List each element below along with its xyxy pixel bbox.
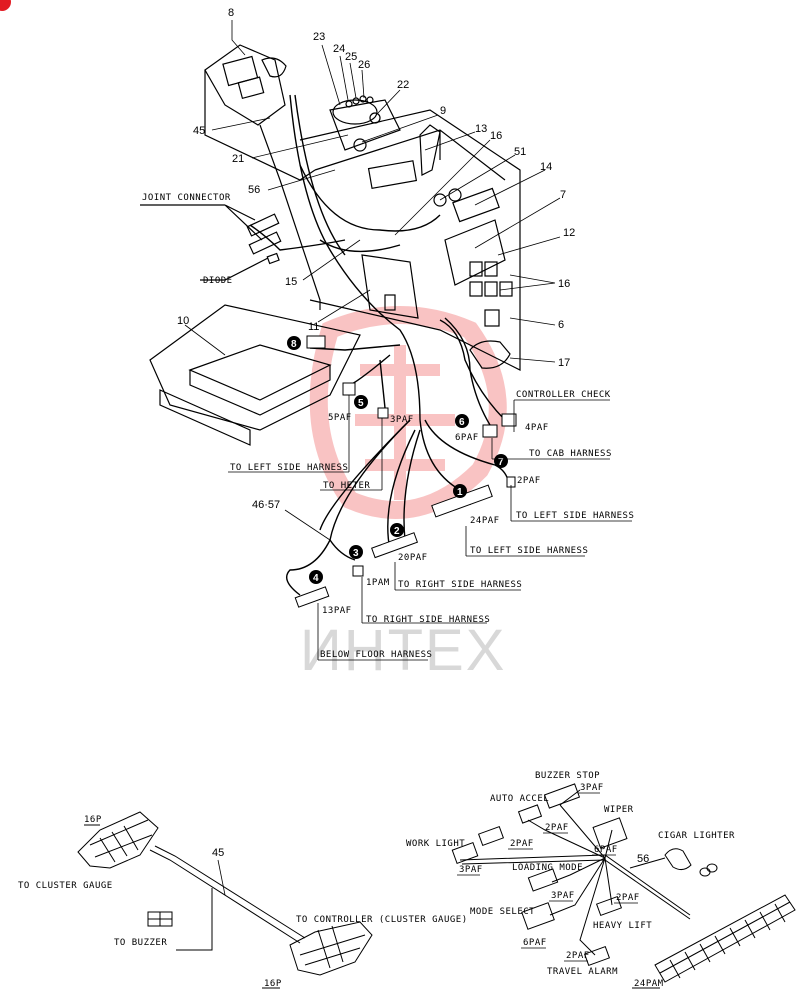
part-14: 14	[540, 161, 552, 173]
travel-alarm-label: TRAVEL ALARM	[547, 967, 618, 977]
conn-16p-top-label: 16P	[84, 815, 102, 825]
part-45: 45	[193, 125, 205, 137]
c5-label: 5PAF	[328, 413, 352, 423]
part-24: 24	[333, 43, 345, 55]
part-9: 9	[440, 105, 446, 117]
wiper-code: 6PAF	[594, 845, 618, 855]
connector-blocks	[294, 335, 517, 608]
work-light-code-2: 3PAF	[459, 865, 483, 875]
to-controller-label: TO CONTROLLER (CLUSTER GAUGE)	[296, 915, 468, 925]
to-right-side-harness-2-label: TO RIGHT SIDE HARNESS	[366, 615, 490, 625]
heavy-lift-label: HEAVY LIFT	[593, 921, 652, 931]
part-21: 21	[232, 153, 244, 165]
wiper-label: WIPER	[604, 805, 634, 815]
svg-text:7: 7	[498, 457, 504, 468]
joint-connector-parts	[140, 204, 282, 281]
c4paf-label: 4PAF	[525, 423, 549, 433]
part-51: 51	[514, 146, 526, 158]
harness-45-number: 45	[212, 847, 224, 859]
part-17: 17	[558, 357, 570, 369]
mode-select-label: MODE SELECT	[470, 907, 535, 917]
part-46-57: 46·57	[252, 499, 280, 511]
corner-marker	[0, 0, 11, 11]
top-annotations: JOINT CONNECTOR DIODE CONTROLLER CHECK 4…	[142, 193, 634, 661]
part-16-right: 16	[558, 278, 570, 290]
to-cluster-gauge-label: TO CLUSTER GAUGE	[18, 881, 113, 891]
harness-56	[451, 783, 796, 989]
part-56: 56	[248, 184, 260, 196]
to-right-side-harness-1-label: TO RIGHT SIDE HARNESS	[398, 580, 522, 590]
conn-16p-bottom-label: 16P	[264, 979, 282, 989]
numbered-callouts: 1 2 3 4 5 6 7 8	[287, 336, 508, 584]
part-7: 7	[560, 189, 566, 201]
to-left-side-harness-1-label: TO LEFT SIDE HARNESS	[230, 463, 348, 473]
c20-label: 20PAF	[398, 553, 428, 563]
console-assembly	[149, 44, 521, 446]
c3-label: 3PAF	[390, 415, 414, 425]
part-15: 15	[285, 276, 297, 288]
main-harness	[249, 94, 509, 596]
auto-accel-label: AUTO ACCEL	[490, 794, 549, 804]
controller-check-label: CONTROLLER CHECK	[516, 390, 611, 400]
part-22: 22	[397, 79, 409, 91]
below-floor-harness-label: BELOW FLOOR HARNESS	[320, 650, 432, 660]
part-25: 25	[345, 51, 357, 63]
leader-lines	[184, 20, 561, 541]
auto-accel-code: 2PAF	[545, 823, 569, 833]
loading-mode-code: 3PAF	[551, 891, 575, 901]
part-6: 6	[558, 319, 564, 331]
c13-label: 13PAF	[322, 606, 352, 616]
work-light-label: WORK LIGHT	[406, 839, 465, 849]
svg-text:1: 1	[457, 487, 463, 498]
to-heter-label: TO HETER	[323, 481, 370, 491]
buzzer-stop-code: 3PAF	[580, 783, 604, 793]
heavy-lift-code: 2PAF	[616, 893, 640, 903]
main-connector-code: 24PAM	[634, 979, 664, 989]
buzzer-stop-label: BUZZER STOP	[535, 771, 600, 781]
loading-mode-label: LOADING MODE	[512, 863, 583, 873]
harness-45: 16P 16P	[77, 811, 373, 989]
c2paf-label: 2PAF	[517, 476, 541, 486]
svg-text:8: 8	[291, 339, 297, 350]
svg-text:3: 3	[353, 548, 359, 559]
to-left-side-harness-2-label: TO LEFT SIDE HARNESS	[470, 546, 588, 556]
c24-label: 24PAF	[470, 516, 500, 526]
watermark-emblem	[309, 306, 507, 519]
part-12: 12	[563, 227, 575, 239]
part-8: 8	[228, 7, 234, 19]
to-cab-harness-label: TO CAB HARNESS	[529, 449, 612, 459]
work-light-code-1: 2PAF	[510, 839, 534, 849]
part-13: 13	[475, 123, 487, 135]
diode-label: DIODE	[203, 276, 233, 286]
to-left-side-harness-3-label: TO LEFT SIDE HARNESS	[516, 511, 634, 521]
c6paf-label: 6PAF	[455, 433, 479, 443]
svg-text:6: 6	[459, 417, 465, 428]
part-26: 26	[358, 59, 370, 71]
svg-text:4: 4	[313, 573, 319, 584]
svg-text:5: 5	[358, 398, 364, 409]
part-16-top: 16	[490, 130, 502, 142]
joint-connector-label: JOINT CONNECTOR	[142, 193, 231, 203]
part-10: 10	[177, 315, 189, 327]
watermark-text: ИНТЕХ	[300, 618, 506, 683]
cigar-lighter-label: CIGAR LIGHTER	[658, 831, 735, 841]
c1pam-label: 1PAM	[366, 578, 390, 588]
part-23: 23	[313, 31, 325, 43]
harness-56-number: 56	[637, 853, 649, 865]
to-buzzer-label: TO BUZZER	[114, 938, 167, 948]
travel-alarm-code: 2PAF	[566, 951, 590, 961]
part-11: 11	[308, 321, 319, 333]
mode-select-code: 6PAF	[523, 938, 547, 948]
svg-text:2: 2	[394, 526, 400, 537]
part-number-labels: 8 23 24 25 26 22 9 13 16 51 14 7 12 16 6…	[177, 7, 575, 511]
harness-56-labels: BUZZER STOP 3PAF AUTO ACCEL 2PAF WIPER 6…	[406, 771, 735, 989]
